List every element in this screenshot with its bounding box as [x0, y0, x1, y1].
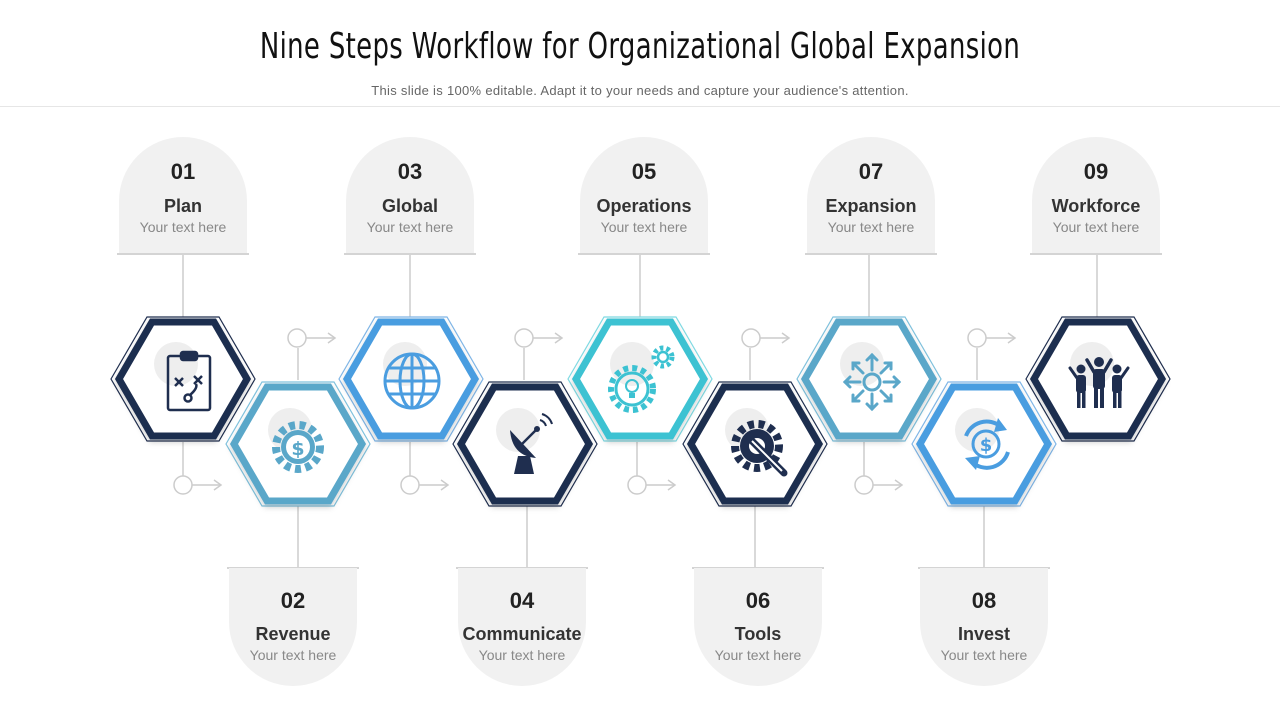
step-text: Your text here — [714, 647, 802, 663]
page-title: Nine Steps Workflow for Organizational G… — [259, 26, 1021, 67]
step-label: Global — [381, 196, 438, 216]
arrow-right-icon — [967, 328, 1017, 348]
arrow-right-icon — [854, 475, 904, 495]
flow-arrows — [173, 328, 1017, 495]
arrow-right-icon — [627, 475, 677, 495]
step-hexagon-03 — [338, 316, 484, 442]
step-card-08: 08 Invest Your text here — [920, 568, 1048, 686]
arrow-right-icon — [287, 328, 337, 348]
step-card-09: 09 Workforce Your text here — [1032, 137, 1160, 253]
step-card-03: 03 Global Your text here — [346, 137, 474, 253]
step-number: 01 — [170, 159, 196, 184]
expand-arrows-icon — [842, 352, 902, 412]
step-label: Expansion — [825, 196, 917, 216]
step-number: 06 — [745, 588, 771, 613]
step-label: Invest — [957, 624, 1011, 644]
gears-lightbulb-icon — [608, 345, 675, 413]
connector-lines — [182, 255, 1098, 567]
step-label: Workforce — [1051, 196, 1141, 216]
step-text: Your text here — [827, 219, 915, 235]
arrow-right-icon — [173, 475, 223, 495]
step-card-06: 06 Tools Your text here — [694, 568, 822, 686]
card-underline — [578, 253, 710, 255]
step-text: Your text here — [1052, 219, 1140, 235]
step-hexagon-08: $ — [911, 381, 1057, 507]
dollar-gear-icon: $ — [272, 421, 324, 473]
step-number: 02 — [280, 588, 306, 613]
step-hexagon-07 — [796, 316, 942, 442]
satellite-dish-icon — [510, 413, 553, 474]
team-people-icon — [1068, 357, 1130, 408]
step-label: Tools — [734, 624, 782, 644]
step-label: Revenue — [255, 624, 331, 644]
page-subtitle: This slide is 100% editable. Adapt it to… — [371, 83, 909, 98]
step-number: 05 — [631, 159, 657, 184]
step-label: Operations — [596, 196, 692, 216]
step-hexagon-04 — [452, 381, 598, 507]
arrow-right-icon — [514, 328, 564, 348]
step-card-05: 05 Operations Your text here — [580, 137, 708, 253]
step-text: Your text here — [940, 647, 1028, 663]
step-hexagon-06 — [682, 381, 828, 507]
step-text: Your text here — [249, 647, 337, 663]
step-hexagon-01 — [110, 316, 256, 442]
step-card-02: 02 Revenue Your text here — [229, 568, 357, 686]
strategy-clipboard-icon — [166, 350, 212, 412]
dollar-cycle-icon: $ — [964, 418, 1010, 470]
step-card-07: 07 Expansion Your text here — [807, 137, 935, 253]
step-label: Communicate — [462, 624, 582, 644]
arrow-right-icon — [741, 328, 791, 348]
arrow-right-icon — [400, 475, 450, 495]
globe-icon — [383, 352, 441, 410]
step-number: 08 — [971, 588, 997, 613]
step-label: Plan — [163, 196, 202, 216]
svg-text:$: $ — [980, 435, 993, 456]
step-card-04: 04 Communicate Your text here — [458, 568, 586, 686]
step-hexagon-02: $ — [225, 381, 371, 507]
step-text: Your text here — [478, 647, 566, 663]
step-text: Your text here — [600, 219, 688, 235]
step-number: 09 — [1083, 159, 1109, 184]
step-number: 07 — [858, 159, 884, 184]
card-underline — [805, 253, 937, 255]
svg-text:$: $ — [291, 438, 304, 460]
step-card-01: 01 Plan Your text here — [119, 137, 247, 253]
step-number: 03 — [397, 159, 423, 184]
step-number: 04 — [509, 588, 535, 613]
step-text: Your text here — [366, 219, 454, 235]
step-hexagon-09 — [1025, 316, 1171, 442]
card-underline — [117, 253, 249, 255]
card-underline — [344, 253, 476, 255]
header-divider — [0, 106, 1280, 107]
step-hexagon-05 — [567, 316, 713, 442]
step-text: Your text here — [139, 219, 227, 235]
wrench-gear-icon — [731, 420, 788, 477]
card-underline — [1030, 253, 1162, 255]
